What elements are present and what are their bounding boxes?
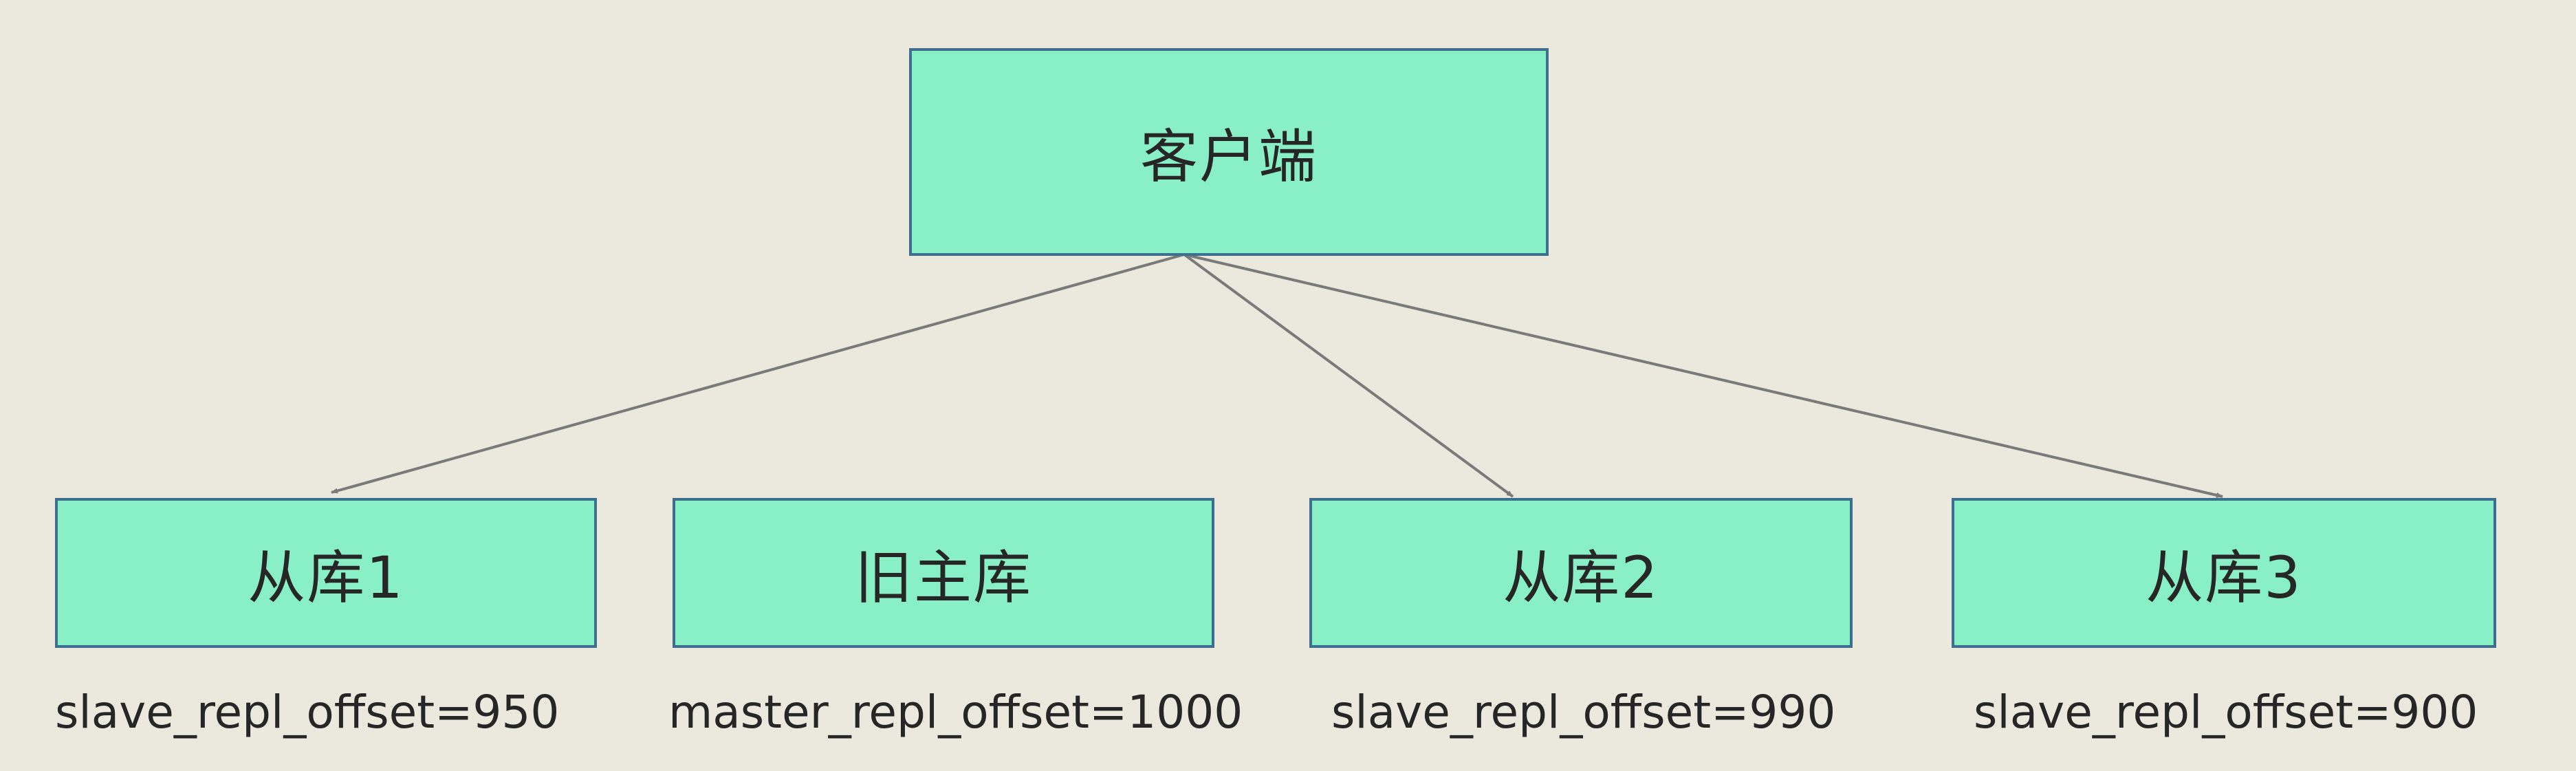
edge-client-to-replica1 <box>331 253 1185 494</box>
replica3-node: 从库3 <box>1952 498 2496 648</box>
replica1-node-label: 从库1 <box>248 543 404 611</box>
client-node: 客户端 <box>909 48 1549 256</box>
old-master-node-label: 旧主库 <box>854 543 1032 611</box>
edge-client-to-replica3 <box>1183 253 2223 498</box>
old-master-offset: master_repl_offset=1000 <box>668 686 1243 739</box>
old-master-node: 旧主库 <box>673 498 1214 648</box>
replica1-node: 从库1 <box>55 498 597 648</box>
replica2-node-label: 从库2 <box>1503 543 1659 611</box>
replica1-offset: slave_repl_offset=950 <box>55 686 560 739</box>
replica3-offset: slave_repl_offset=900 <box>1974 686 2478 739</box>
client-node-label: 客户端 <box>1139 122 1318 191</box>
replica2-offset: slave_repl_offset=990 <box>1331 686 1836 739</box>
replica2-node: 从库2 <box>1309 498 1853 648</box>
replica3-node-label: 从库3 <box>2146 543 2302 611</box>
edge-client-to-replica2 <box>1183 253 1514 498</box>
